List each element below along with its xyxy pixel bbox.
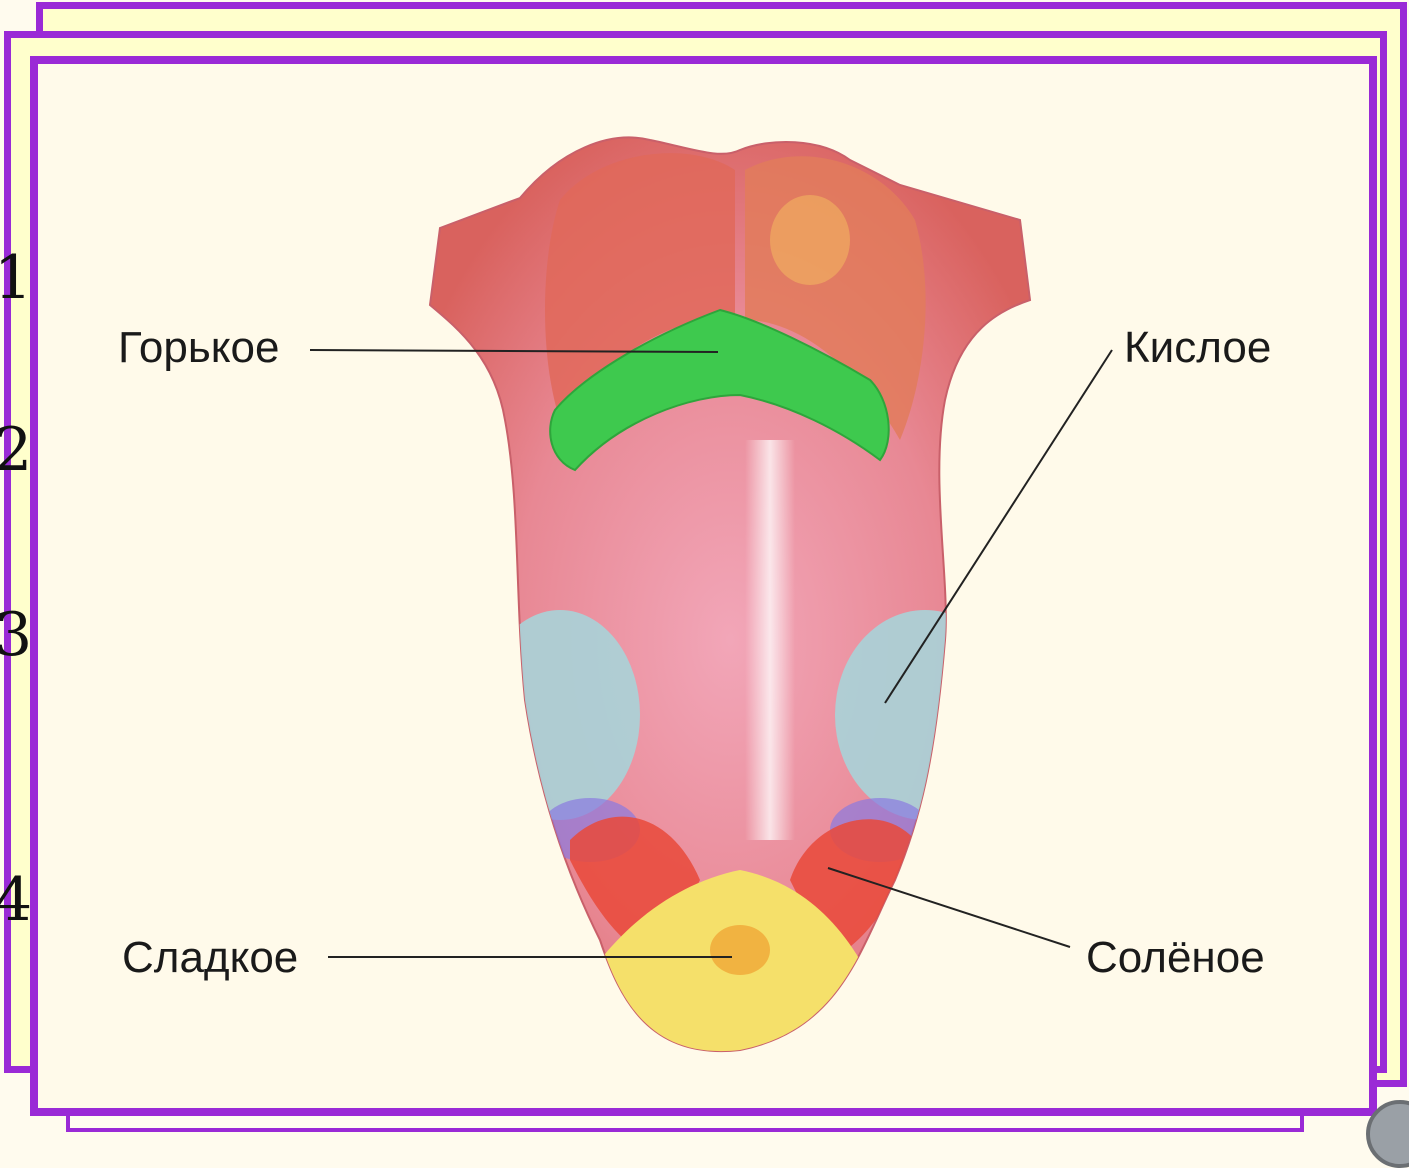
tongue-taste-map: Горькое Кислое Сладкое Солёное: [0, 0, 1409, 1129]
tongue-center-gloss: [745, 440, 795, 840]
sour-zone-left: [480, 610, 640, 820]
sweet-zone-center: [710, 925, 770, 975]
label-sour: Кислое: [1124, 323, 1271, 372]
label-bitter: Горькое: [118, 323, 279, 372]
label-sweet: Сладкое: [122, 933, 298, 982]
label-salty: Солёное: [1086, 933, 1265, 982]
tongue-root-highlight: [770, 195, 850, 285]
